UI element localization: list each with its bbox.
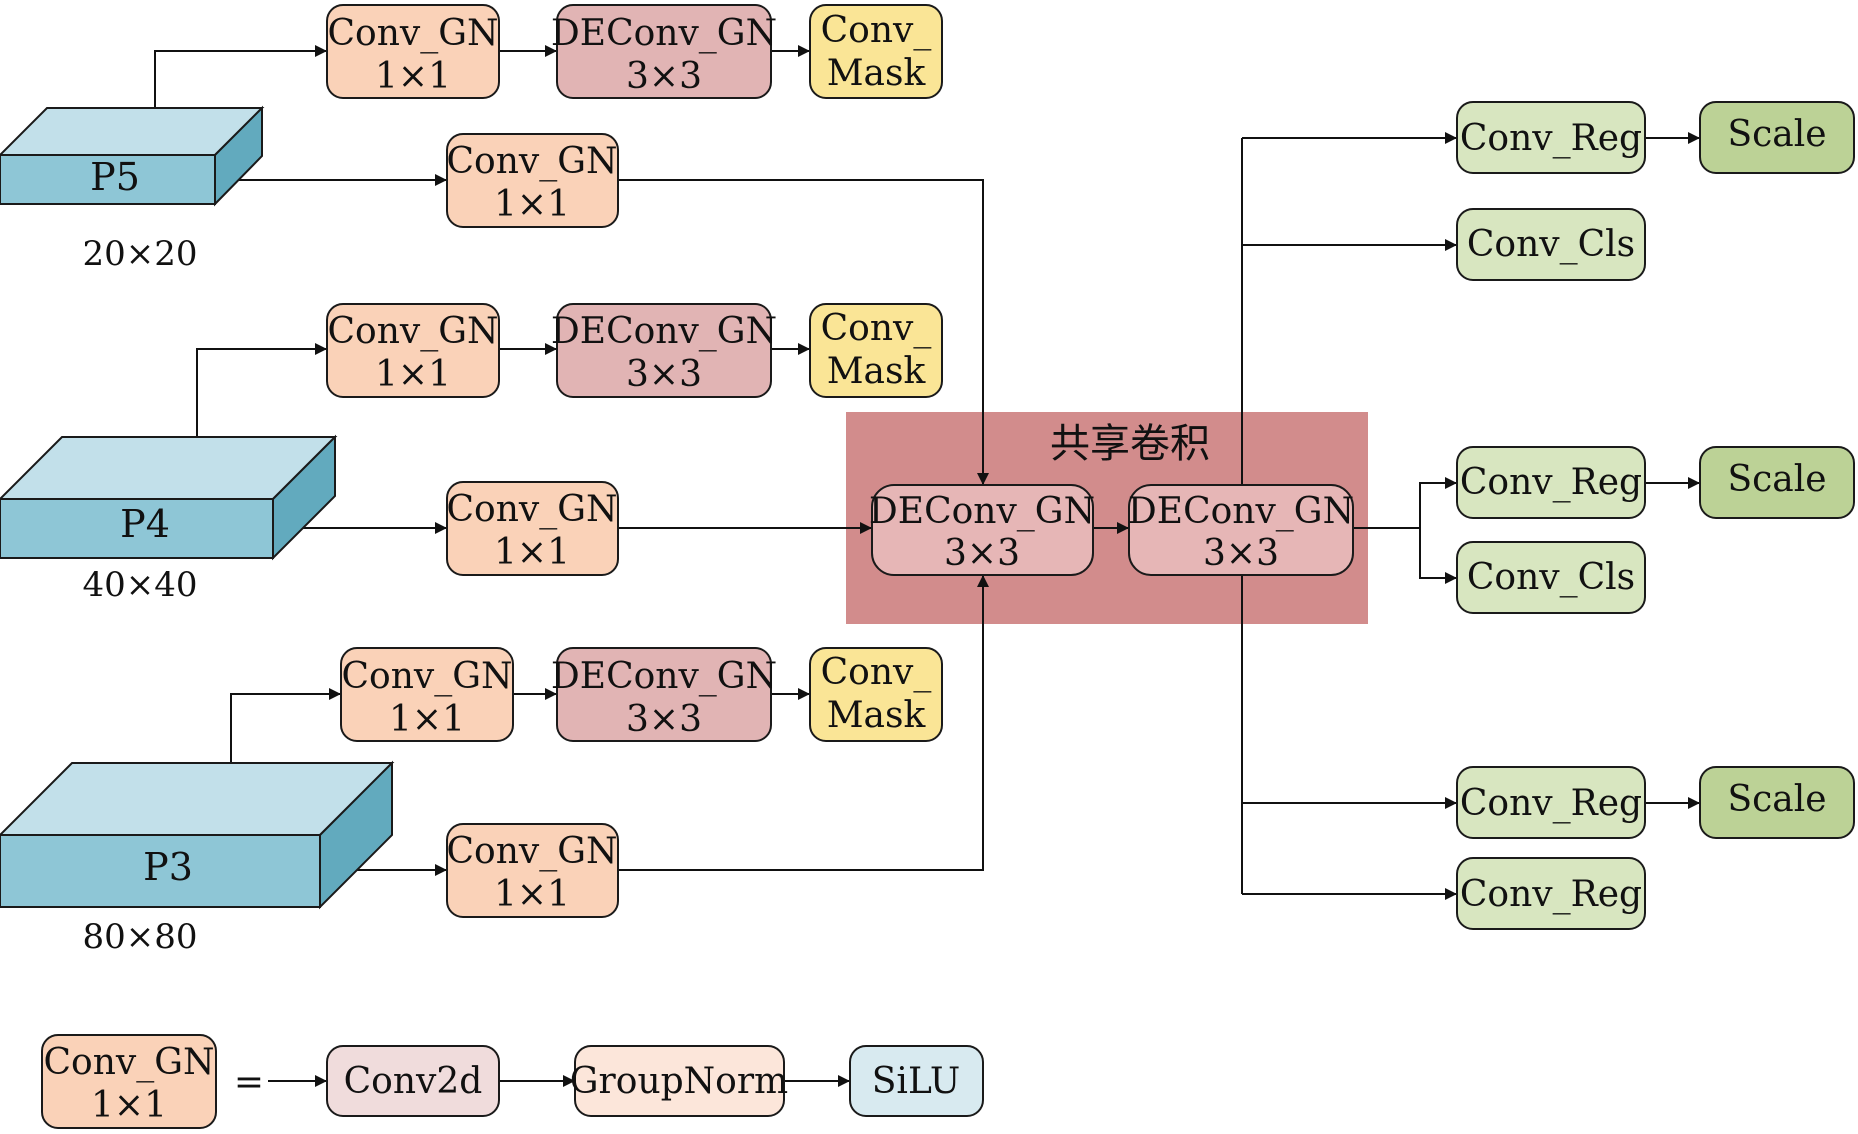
shared-deconv-gn-1-line2: 3×3: [944, 533, 1020, 574]
mid-scale-box: [1699, 446, 1855, 519]
p3-mask-conv-gn-line2: 1×1: [389, 699, 465, 740]
mid-conv-cls-label: Conv_Cls: [1467, 557, 1635, 598]
p4-mask-deconv-gn-line1: DEConv_GN: [551, 311, 777, 352]
bottom-conv-reg-label: Conv_Reg: [1460, 783, 1642, 824]
edge-p3-mask: [230, 688, 341, 763]
p4-conv-mask-line2: Mask: [827, 351, 927, 392]
p5-lateral-conv-gn-box: [446, 133, 619, 228]
p5-mask-deconv-gn-line1: DEConv_GN: [551, 13, 777, 54]
bottom-conv-reg2-label: Conv_Reg: [1460, 874, 1642, 915]
p4-mask-conv-gn-line2: 1×1: [375, 354, 451, 395]
cube-p3-label: P3: [143, 845, 193, 889]
p3-mask-conv-gn-line1: Conv_GN: [342, 656, 513, 697]
p3-mask-deconv-gn-line1: DEConv_GN: [551, 656, 777, 697]
edge-p5-mask: [154, 45, 327, 108]
shared-conv-label: 共享卷积: [1050, 421, 1210, 467]
cube-p4: P4: [0, 434, 338, 561]
edge-p3-to-shared: [618, 575, 989, 871]
p3-lateral-conv-gn-box: [446, 823, 619, 918]
p5-mask-conv-gn-box: [326, 4, 500, 99]
edge-p5-to-shared: [618, 179, 989, 485]
legend-conv2d-label: Conv2d: [344, 1061, 483, 1102]
cube-p3: P3: [0, 760, 395, 910]
top-scale-box: [1699, 101, 1855, 174]
legend-conv-gn-line1: Conv_GN: [44, 1042, 215, 1083]
shared-deconv-gn-2-line2: 3×3: [1203, 533, 1279, 574]
p5-conv-mask-box: [809, 4, 943, 99]
shared-deconv-gn-2-box: [1128, 484, 1354, 576]
p4-mask-deconv-gn-box: [556, 303, 772, 398]
top-conv-reg-box: [1456, 101, 1646, 174]
p5-conv-mask-line2: Mask: [827, 53, 927, 94]
cube-p4-label: P4: [120, 502, 170, 546]
p4-lateral-conv-gn-line1: Conv_GN: [447, 489, 618, 530]
top-conv-reg-label: Conv_Reg: [1460, 118, 1642, 159]
p3-conv-mask-line2: Mask: [827, 695, 927, 736]
legend-groupnorm-box: [574, 1045, 785, 1117]
mid-conv-reg-box: [1456, 446, 1646, 519]
p3-conv-mask-line1: Conv_: [821, 652, 932, 693]
p4-mask-deconv-gn-line2: 3×3: [626, 354, 702, 395]
legend-conv-gn-line2: 1×1: [91, 1085, 167, 1126]
cube-p5-label: P5: [90, 155, 140, 199]
shared-deconv-gn-1-line1: DEConv_GN: [869, 491, 1095, 532]
p5-size-label: 20×20: [82, 234, 197, 274]
top-conv-cls-box: [1456, 208, 1646, 281]
p4-mask-conv-gn-box: [326, 303, 500, 398]
p4-size-label: 40×40: [82, 565, 197, 605]
bottom-scale-label: Scale: [1727, 779, 1826, 820]
top-scale-label: Scale: [1727, 114, 1826, 155]
p4-lateral-conv-gn-line2: 1×1: [494, 532, 570, 573]
legend-equals: =: [234, 1062, 264, 1103]
p5-mask-conv-gn-line1: Conv_GN: [328, 13, 499, 54]
p3-size-label: 80×80: [82, 917, 197, 957]
p3-lateral-conv-gn-line2: 1×1: [494, 874, 570, 915]
p4-conv-mask-box: [809, 303, 943, 398]
cube-p3-front: [0, 834, 321, 908]
shared-deconv-gn-1-box: [871, 484, 1094, 576]
p5-mask-conv-gn-line2: 1×1: [375, 56, 451, 97]
bottom-conv-reg2-box: [1456, 857, 1646, 930]
bottom-conv-reg-box: [1456, 766, 1646, 839]
p4-mask-conv-gn-line1: Conv_GN: [328, 311, 499, 352]
p3-mask-conv-gn-box: [340, 647, 514, 742]
edge-p4-mask: [196, 343, 327, 437]
p3-mask-deconv-gn-line2: 3×3: [626, 699, 702, 740]
cube-p5: P5: [0, 105, 265, 207]
p3-conv-mask-box: [809, 647, 943, 742]
legend-conv-gn-box: [41, 1034, 217, 1129]
mid-conv-cls-box: [1456, 541, 1646, 614]
bottom-scale-box: [1699, 766, 1855, 839]
p4-conv-mask-line1: Conv_: [821, 308, 932, 349]
p4-lateral-conv-gn-box: [446, 481, 619, 576]
edge-mid-cls: [1419, 528, 1457, 584]
legend-silu-label: SiLU: [872, 1061, 960, 1102]
shared-deconv-gn-2-line1: DEConv_GN: [1128, 491, 1354, 532]
legend-conv2d-box: [326, 1045, 500, 1117]
cube-p5-front: [0, 154, 216, 205]
p3-lateral-conv-gn-line1: Conv_GN: [447, 831, 618, 872]
p5-conv-mask-line1: Conv_: [821, 10, 932, 51]
mid-conv-reg-label: Conv_Reg: [1460, 462, 1642, 503]
mid-scale-label: Scale: [1727, 459, 1826, 500]
p5-mask-deconv-gn-line2: 3×3: [626, 56, 702, 97]
p5-lateral-conv-gn-line1: Conv_GN: [447, 141, 618, 182]
edge-mid-reg: [1419, 477, 1457, 528]
cube-p4-front: [0, 498, 274, 559]
p5-lateral-conv-gn-line2: 1×1: [494, 184, 570, 225]
p3-mask-deconv-gn-box: [556, 647, 772, 742]
legend-silu-box: [849, 1045, 984, 1117]
legend-groupnorm-label: GroupNorm: [570, 1061, 788, 1102]
p5-mask-deconv-gn-box: [556, 4, 772, 99]
top-conv-cls-label: Conv_Cls: [1467, 224, 1635, 265]
